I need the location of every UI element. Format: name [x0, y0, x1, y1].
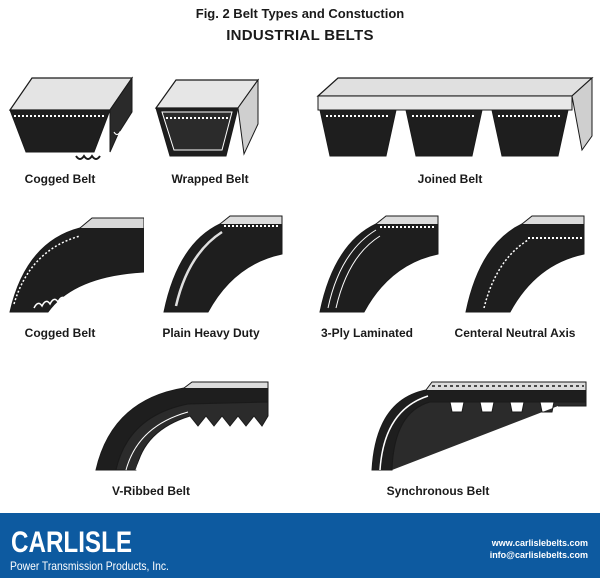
email-link[interactable]: info@carlislebelts.com [489, 550, 588, 560]
cogged-belt-section-illustration [8, 76, 134, 160]
joined-belt-illustration [316, 76, 594, 157]
wrapped-belt-illustration [154, 78, 260, 157]
synchronous-belt-illustration [371, 381, 587, 471]
belt-caption: Cogged Belt [24, 172, 96, 186]
belt-caption: Wrapped Belt [171, 172, 249, 186]
three-ply-laminated-illustration [319, 215, 439, 313]
belt-caption: Cogged Belt [24, 326, 96, 340]
plain-heavy-duty-illustration [163, 215, 283, 313]
section-title: INDUSTRIAL BELTS [226, 27, 374, 44]
website-link[interactable]: www.carlislebelts.com [491, 538, 588, 548]
v-ribbed-belt-illustration [95, 381, 269, 471]
belt-caption: Joined Belt [417, 172, 483, 186]
belt-caption: V-Ribbed Belt [111, 484, 190, 498]
belt-caption: Plain Heavy Duty [162, 326, 260, 340]
company-tagline: Power Transmission Products, Inc. [10, 559, 169, 573]
figure-title: Fig. 2 Belt Types and Constuction [195, 6, 405, 21]
footer-bar: CARLISLE Power Transmission Products, In… [0, 513, 600, 578]
central-neutral-axis-illustration [465, 215, 585, 313]
contact-block: www.carlislebelts.com info@carlislebelts… [490, 537, 588, 561]
belt-caption: Centeral Neutral Axis [454, 326, 576, 340]
belt-caption: Synchronous Belt [386, 484, 490, 498]
carlisle-logo: CARLISLE [11, 526, 132, 559]
logo-text: CARLISLE [11, 526, 132, 559]
belt-caption: 3-Ply Laminated [320, 326, 414, 340]
cogged-belt-curved-illustration [9, 217, 144, 313]
